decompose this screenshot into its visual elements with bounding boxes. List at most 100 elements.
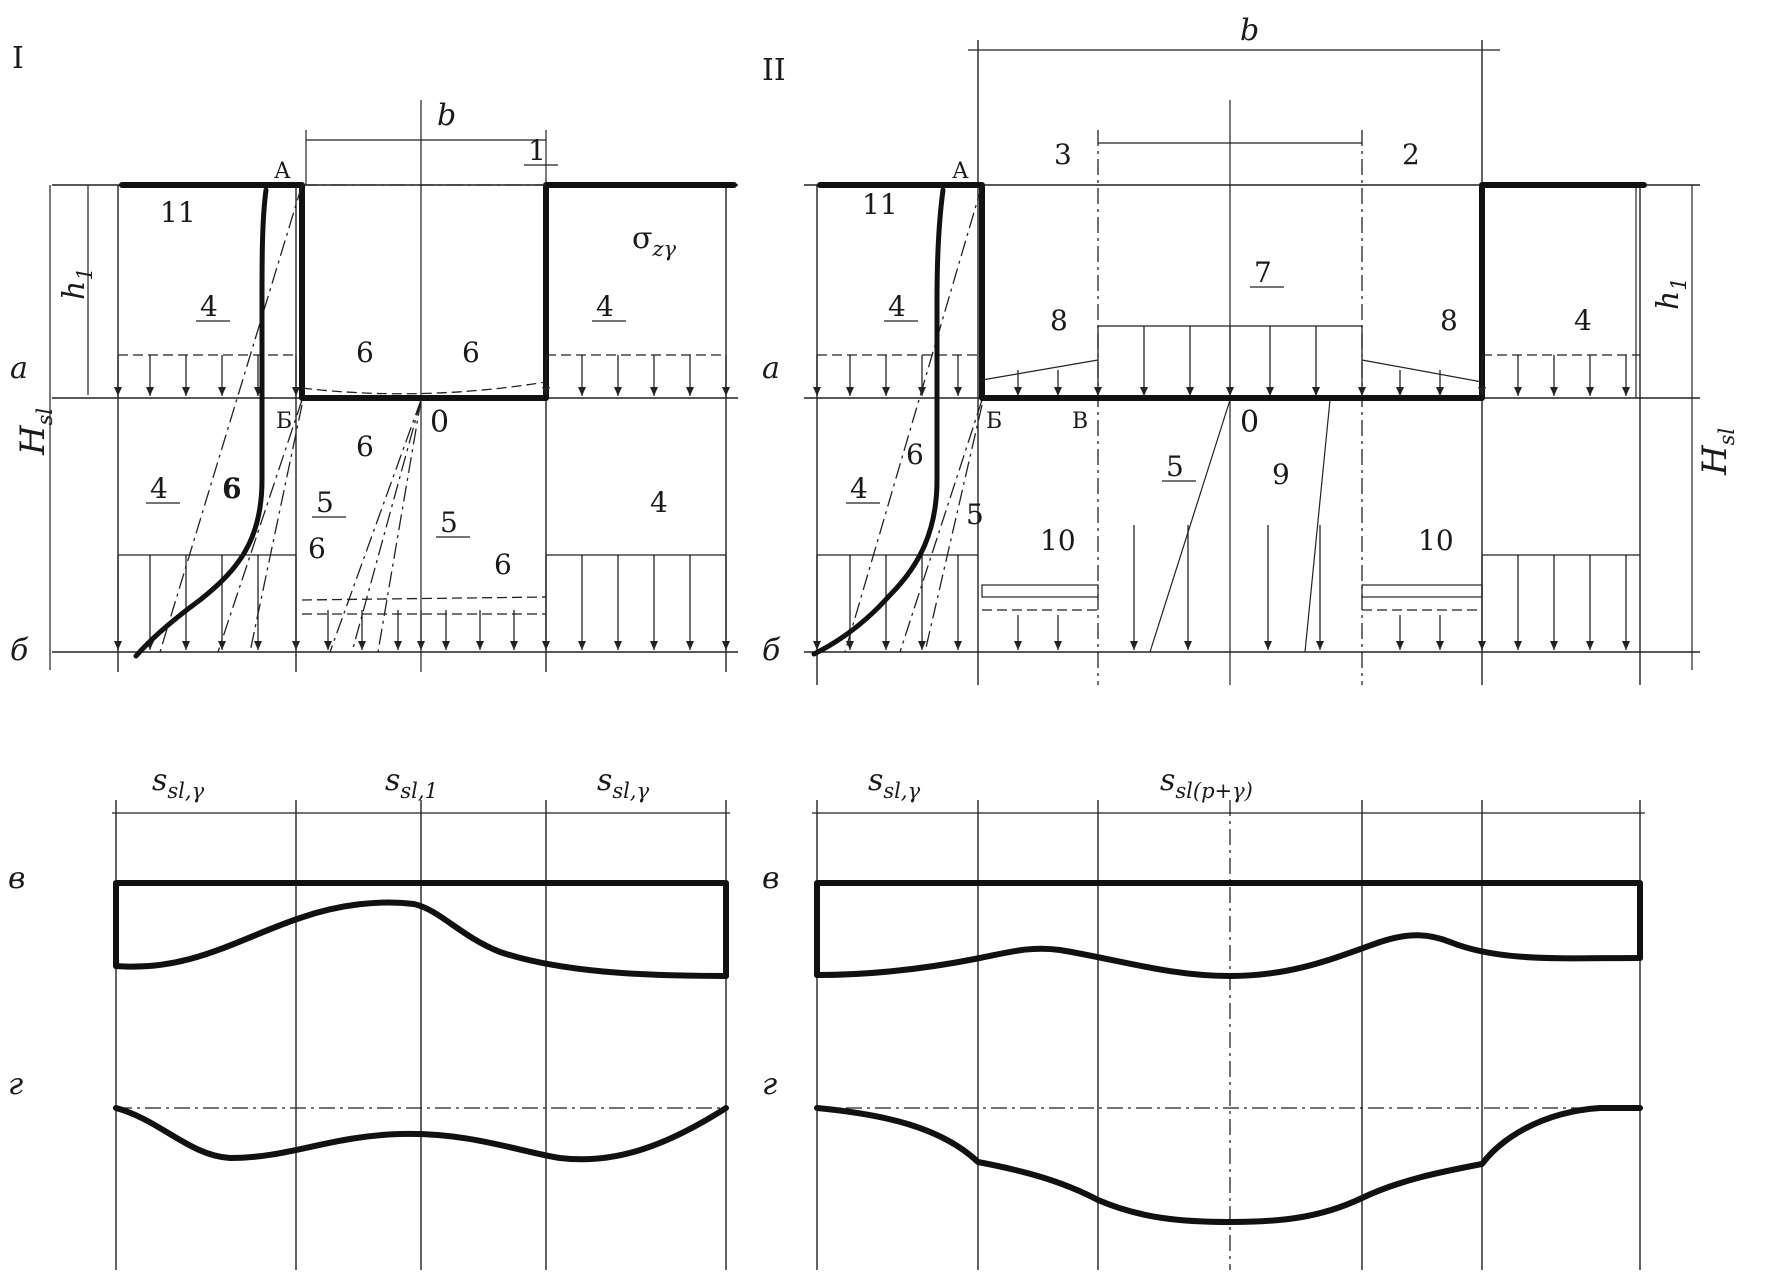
stress-arrowhead bbox=[1436, 641, 1444, 650]
stress-arrowhead bbox=[254, 641, 262, 650]
stress-arrowhead bbox=[1140, 387, 1148, 396]
panel-II-numeral: II bbox=[762, 53, 786, 88]
panel-I-zone-line bbox=[329, 399, 422, 653]
panel-II-seg-2: ssl(p+γ) bbox=[1160, 763, 1253, 803]
stress-arrowhead bbox=[542, 387, 550, 396]
panel-II-callout: 11 bbox=[862, 188, 898, 221]
panel-I-beam-settlement-curve bbox=[113, 899, 729, 979]
stress-arrowhead bbox=[442, 641, 450, 650]
stress-arrowhead bbox=[1054, 387, 1062, 396]
stress-arrowhead bbox=[614, 641, 622, 650]
panel-I-stress-arrows bbox=[114, 355, 730, 650]
stress-arrowhead bbox=[218, 641, 226, 650]
panel-I-surface-settlement-curve bbox=[113, 1105, 729, 1163]
panel-I-callout: 6 bbox=[494, 548, 512, 581]
panel-I-beam-outline bbox=[113, 880, 729, 979]
panel-II-callout: 4 bbox=[850, 472, 868, 505]
row-label-g-I: г bbox=[8, 1067, 23, 1102]
panel-II-zone-line bbox=[924, 404, 983, 653]
stress-arrowhead bbox=[1586, 641, 1594, 650]
stress-arrowhead bbox=[650, 387, 658, 396]
stress-arrowhead bbox=[686, 387, 694, 396]
stress-arrowhead bbox=[1436, 387, 1444, 396]
panel-II-point-V: В bbox=[1072, 409, 1088, 434]
stress-arrowhead bbox=[882, 387, 890, 396]
stress-arrowhead bbox=[292, 387, 300, 396]
panel-I-point-A: А bbox=[274, 159, 291, 184]
stress-arrowhead bbox=[1622, 641, 1630, 650]
panel-II-callout: 4 bbox=[1574, 304, 1592, 337]
stress-arrowhead bbox=[1186, 387, 1194, 396]
panel-I-b-label: b bbox=[437, 98, 456, 133]
panel-II-beam-settlement-curve bbox=[814, 932, 1643, 979]
stress-arrowhead bbox=[324, 641, 332, 650]
panel-I-dashed-curve-6 bbox=[301, 381, 547, 395]
panel-I-seg-2: ssl,1 bbox=[385, 763, 438, 803]
panel-I-callout: 6 bbox=[308, 532, 326, 565]
panel-I-zone-line bbox=[377, 399, 422, 653]
panel-II-beam-outline bbox=[814, 880, 1643, 978]
stress-arrowhead bbox=[1054, 641, 1062, 650]
stress-arrowhead bbox=[578, 387, 586, 396]
stress-arrowhead bbox=[1396, 641, 1404, 650]
panel-I-callout: 5 bbox=[316, 486, 334, 519]
panel-I-h1-label: h1 bbox=[57, 267, 97, 300]
panel-I-curve-11 bbox=[133, 187, 269, 659]
panel-II-b-label: b bbox=[1240, 13, 1259, 48]
panel-I-callout: 6 bbox=[356, 430, 374, 463]
panel-I-zone-line bbox=[249, 404, 303, 653]
stress-arrowhead bbox=[722, 641, 730, 650]
stress-arrowhead bbox=[846, 387, 854, 396]
panel-II-callout: 5 bbox=[1166, 450, 1184, 483]
row-label-b-II: б bbox=[762, 633, 781, 668]
stress-arrowhead bbox=[114, 387, 122, 396]
panel-II-callout: 10 bbox=[1418, 524, 1454, 557]
stress-arrowhead bbox=[1550, 387, 1558, 396]
stress-arrowhead bbox=[1316, 641, 1324, 650]
stress-arrowhead bbox=[182, 387, 190, 396]
stress-arrowhead bbox=[918, 641, 926, 650]
panel-II-point-B: Б bbox=[986, 409, 1002, 434]
stress-arrowhead bbox=[1312, 387, 1320, 396]
stress-arrowhead bbox=[954, 641, 962, 650]
stress-arrowhead bbox=[882, 641, 890, 650]
panel-I-zone-line bbox=[217, 399, 303, 653]
stress-arrowhead bbox=[1586, 387, 1594, 396]
panel-I-point-B: Б bbox=[276, 409, 292, 434]
panel-I-callout: 6 bbox=[224, 472, 242, 505]
stress-arrowhead bbox=[614, 387, 622, 396]
panel-I-callout: 5 bbox=[440, 506, 458, 539]
panel-II-zone-line-9 bbox=[1304, 399, 1331, 653]
panel-I-callout: 1 bbox=[528, 134, 546, 167]
stress-arrowhead bbox=[218, 387, 226, 396]
panel-I-sigma: σzγ bbox=[632, 221, 677, 261]
panel-II-zone-line-5 bbox=[1149, 399, 1231, 653]
stress-arrowhead bbox=[542, 641, 550, 650]
panel-II-stress-arrows bbox=[813, 326, 1630, 650]
panel-II-callout: 7 bbox=[1254, 256, 1272, 289]
row-label-a-II: а bbox=[762, 351, 780, 386]
stress-arrowhead bbox=[1264, 641, 1272, 650]
stress-arrowhead bbox=[722, 387, 730, 396]
panel-I-H-label: Hsl bbox=[13, 408, 57, 456]
panel-I-upper: I b bbox=[10, 41, 738, 672]
stress-arrowhead bbox=[1478, 387, 1486, 396]
stress-arrowhead bbox=[476, 641, 484, 650]
panel-II-callout: 6 bbox=[906, 438, 924, 471]
panel-II-lower: ssl,γ ssl(p+γ) в г bbox=[762, 763, 1645, 1270]
panel-II-zone-line bbox=[899, 399, 983, 653]
stress-arrowhead bbox=[578, 641, 586, 650]
stress-arrowhead bbox=[1014, 387, 1022, 396]
stress-arrowhead bbox=[114, 641, 122, 650]
panel-I-seg-1: ssl,γ bbox=[152, 763, 205, 803]
stress-arrowhead bbox=[1514, 641, 1522, 650]
panel-II-callout: 3 bbox=[1054, 138, 1072, 171]
stress-arrowhead bbox=[417, 641, 425, 650]
panel-I-callout: 11 bbox=[160, 196, 196, 229]
stress-arrowhead bbox=[1130, 641, 1138, 650]
stress-arrowhead bbox=[510, 641, 518, 650]
stress-arrowhead bbox=[1014, 641, 1022, 650]
panel-II-point-O: 0 bbox=[1240, 405, 1259, 440]
panel-II-callout: 2 bbox=[1402, 138, 1420, 171]
